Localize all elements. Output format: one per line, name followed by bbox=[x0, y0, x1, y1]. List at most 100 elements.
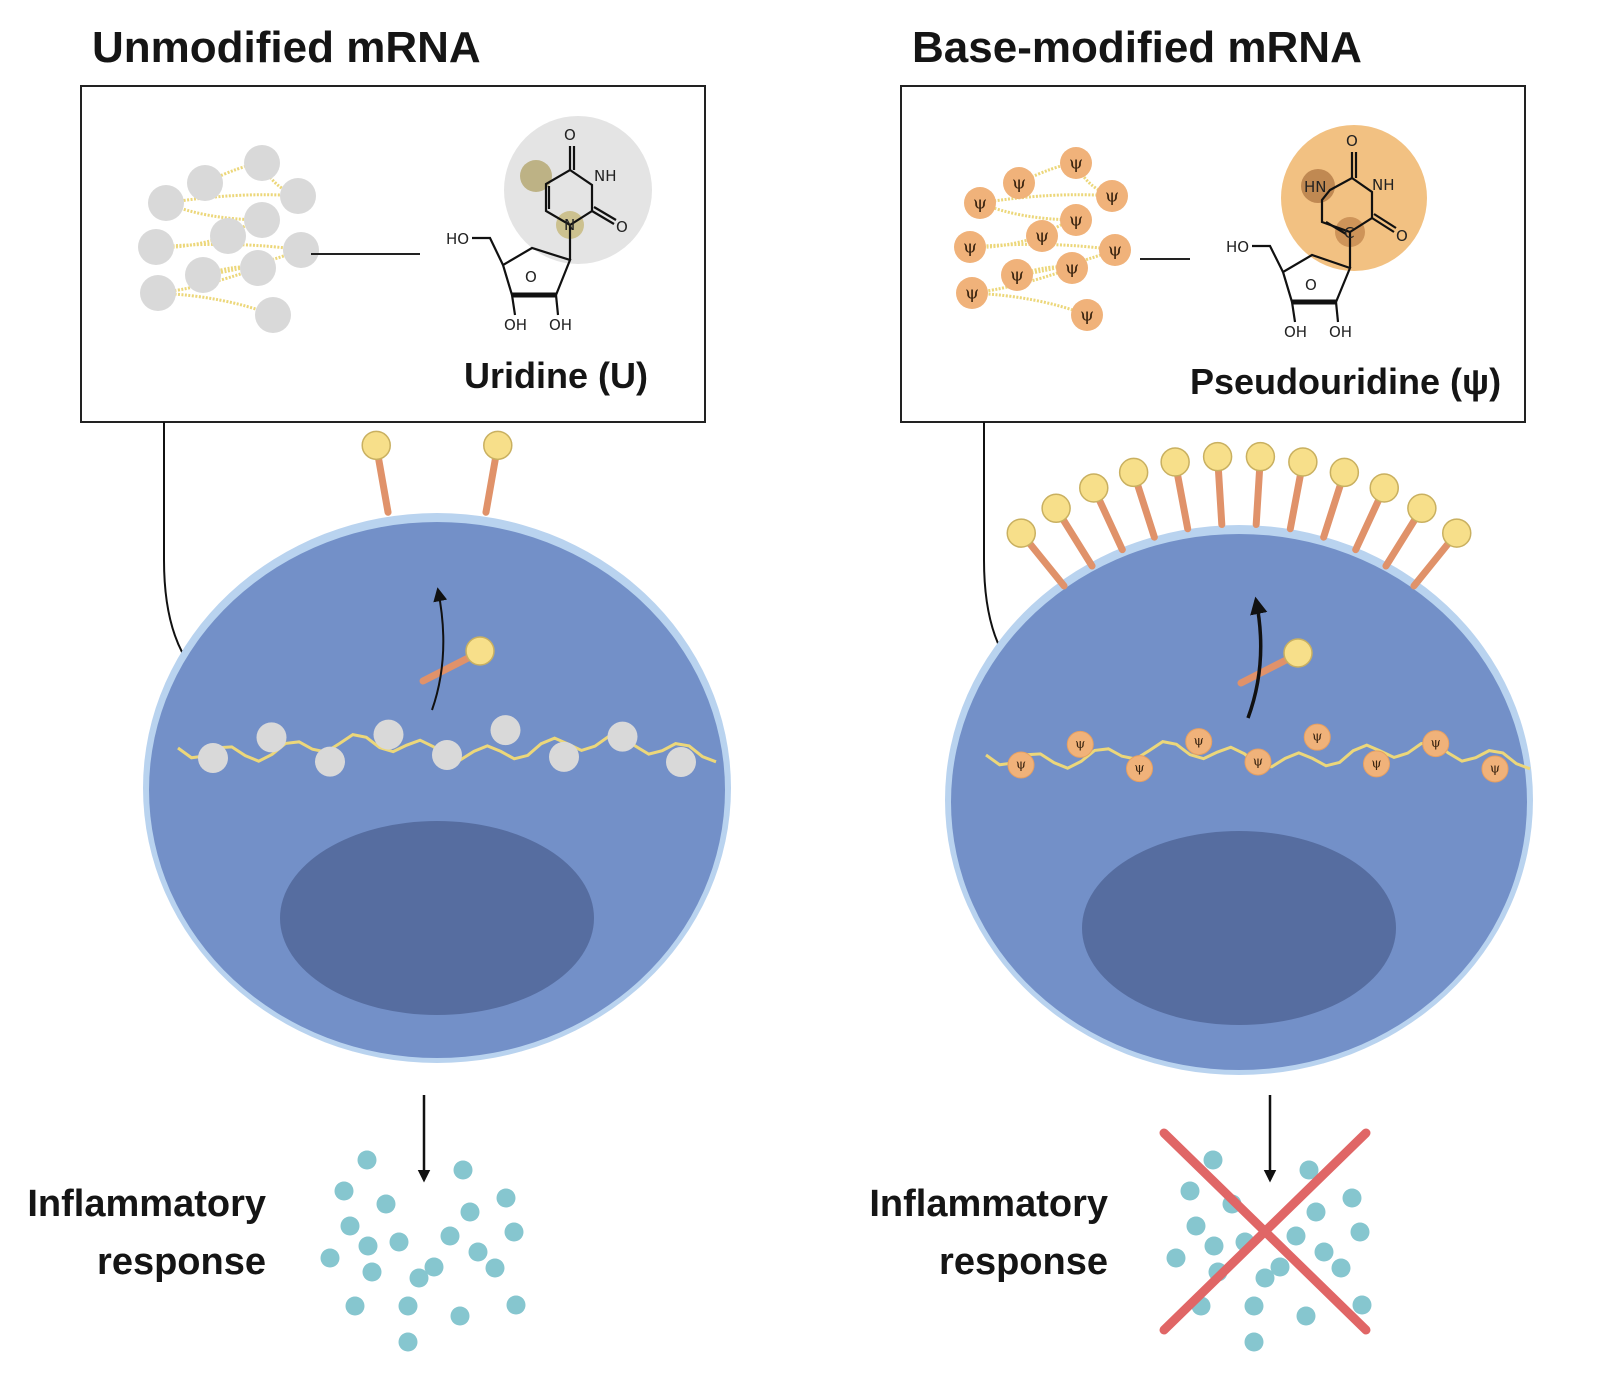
right-surface-receptors bbox=[1006, 441, 1472, 590]
psi-symbol: ψ bbox=[1065, 258, 1079, 279]
cytokine-dot bbox=[424, 1257, 444, 1277]
left-response-label-line1: Inflammatory bbox=[27, 1183, 266, 1225]
psi-symbol: ψ bbox=[1134, 761, 1144, 776]
psi-symbol: ψ bbox=[1312, 730, 1322, 745]
right-response-label-line2: response bbox=[939, 1241, 1108, 1283]
cytokine-dot bbox=[1286, 1226, 1306, 1246]
pseudouridine-bead bbox=[1060, 204, 1092, 236]
uridine-bead bbox=[283, 232, 319, 268]
cytokine-dot bbox=[1314, 1242, 1334, 1262]
chem-label-o-top-psi: O bbox=[1346, 132, 1358, 150]
psi-symbol: ψ bbox=[1075, 737, 1085, 752]
receptor-head bbox=[1288, 447, 1318, 477]
pseudouridine-bead bbox=[954, 231, 986, 263]
pseudouridine-structure: O HN NH O C O HO OH OH bbox=[1226, 125, 1427, 341]
chem-label-o-right-psi: O bbox=[1396, 227, 1408, 245]
uridine-bead bbox=[185, 257, 221, 293]
psi-symbol: ψ bbox=[1035, 226, 1049, 247]
psi-symbol: ψ bbox=[1194, 734, 1204, 749]
receptor-head bbox=[1041, 493, 1071, 524]
uridine-base-highlight bbox=[504, 116, 652, 264]
cytokine-dot bbox=[398, 1296, 418, 1316]
psi-symbol: ψ bbox=[963, 237, 977, 258]
pseudouridine-bead bbox=[1096, 180, 1128, 212]
right-nucleus bbox=[1082, 831, 1396, 1025]
chem-label-n: N bbox=[564, 216, 575, 234]
uridine-bead bbox=[244, 145, 280, 181]
surface-receptor bbox=[1352, 473, 1399, 554]
cytokine-dot bbox=[1299, 1160, 1319, 1180]
cytokine-dot bbox=[1186, 1216, 1206, 1236]
pseudouridine-bead bbox=[1363, 750, 1390, 778]
right-panel-title: Base-modified mRNA bbox=[912, 23, 1362, 72]
pseudouridine-bead bbox=[1056, 252, 1088, 284]
cytokine-dot bbox=[1331, 1258, 1351, 1278]
chem-label-o-ring: O bbox=[525, 268, 537, 286]
cytokine-dot bbox=[1306, 1202, 1326, 1222]
cytokine-dot bbox=[1342, 1188, 1362, 1208]
right-cell bbox=[945, 525, 1533, 1075]
uridine-bead bbox=[210, 218, 246, 254]
psi-symbol: ψ bbox=[1490, 761, 1500, 776]
pseudouridine-bead bbox=[1066, 730, 1094, 758]
pseudouridine-bead bbox=[1185, 728, 1213, 756]
psi-symbol: ψ bbox=[1080, 305, 1094, 326]
cytokine-dot bbox=[1352, 1295, 1372, 1315]
cytokine-dot bbox=[320, 1248, 340, 1268]
psi-symbol: ψ bbox=[1108, 240, 1122, 261]
cytokine-dot bbox=[1203, 1150, 1223, 1170]
pseudouridine-label: Pseudouridine (ψ) bbox=[1190, 361, 1501, 402]
left-trafficking-arrow bbox=[431, 587, 448, 711]
cytokine-dot bbox=[485, 1258, 505, 1278]
cytokine-dot bbox=[450, 1306, 470, 1326]
receptor-head bbox=[1160, 447, 1190, 477]
surface-receptor bbox=[361, 430, 392, 516]
receptor-head bbox=[1202, 441, 1233, 472]
chem-label-nh: NH bbox=[594, 167, 617, 185]
receptor-head bbox=[1006, 518, 1037, 548]
right-response-label-line1: Inflammatory bbox=[869, 1183, 1108, 1225]
cytokine-dot bbox=[460, 1202, 480, 1222]
receptor-head bbox=[361, 430, 391, 461]
pseudouridine-bead bbox=[1126, 755, 1153, 783]
cytokine-dot bbox=[376, 1194, 396, 1214]
left-nucleus bbox=[280, 821, 594, 1015]
pseudouridine-bead bbox=[964, 187, 996, 219]
receptor-head bbox=[1329, 457, 1360, 488]
uridine-bead bbox=[244, 202, 280, 238]
left-trafficking-receptor bbox=[419, 636, 495, 685]
psi-symbol: ψ bbox=[1069, 210, 1083, 231]
psi-symbol: ψ bbox=[1371, 756, 1381, 771]
uridine-bead bbox=[240, 250, 276, 286]
surface-receptor bbox=[1041, 493, 1096, 570]
receptor-head bbox=[1369, 473, 1399, 503]
left-panel: Unmodified mRNA O NH O N bbox=[27, 23, 731, 1352]
left-folded-mrna bbox=[138, 145, 319, 333]
surface-receptor bbox=[1079, 473, 1126, 554]
chem-label-hn: HN bbox=[1304, 178, 1327, 196]
chem-label-ho-psi: HO bbox=[1226, 238, 1249, 256]
left-cell bbox=[143, 513, 731, 1063]
chem-label-nh-psi: NH bbox=[1372, 176, 1395, 194]
pseudouridine-bead bbox=[1303, 723, 1331, 751]
cytokine-dot bbox=[506, 1295, 526, 1315]
psi-symbol: ψ bbox=[1431, 736, 1441, 751]
receptor-head bbox=[1245, 441, 1276, 472]
surface-receptor bbox=[1118, 457, 1158, 541]
left-response-label-line2: response bbox=[97, 1241, 266, 1283]
chem-label-oh-1: OH bbox=[504, 316, 527, 334]
uridine-structure: O NH O N O HO OH OH bbox=[446, 116, 652, 334]
cytokine-dot bbox=[1244, 1332, 1264, 1352]
uridine-bead bbox=[148, 185, 184, 221]
surface-receptor bbox=[482, 430, 513, 516]
cytokine-dot bbox=[1270, 1257, 1290, 1277]
cytokine-dot bbox=[440, 1226, 460, 1246]
chem-label-ho: HO bbox=[446, 230, 469, 248]
pseudouridine-bead bbox=[1007, 751, 1035, 779]
pseudouridine-bead bbox=[1244, 748, 1272, 776]
psi-symbol: ψ bbox=[973, 193, 987, 214]
cytokine-dot bbox=[334, 1181, 354, 1201]
cytokine-dot bbox=[496, 1188, 516, 1208]
